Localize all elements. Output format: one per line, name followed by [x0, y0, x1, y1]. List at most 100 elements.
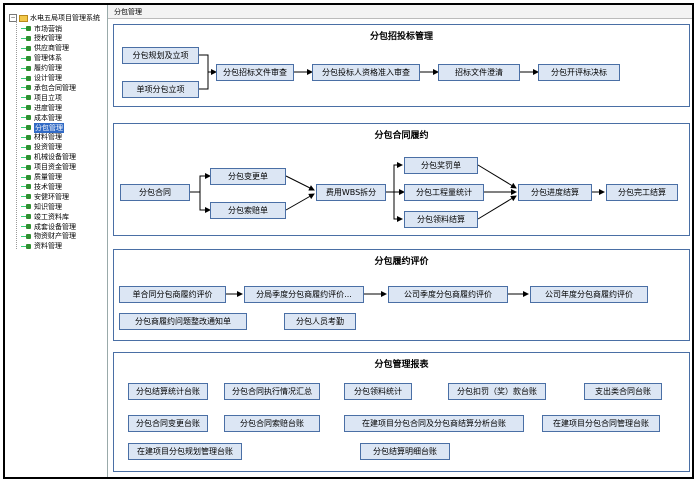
tree-node-icon — [21, 224, 32, 229]
box-claim-order[interactable]: 分包索赔单 — [210, 202, 286, 219]
tree-node-icon — [21, 204, 32, 210]
box-reward-penalty[interactable]: 分包奖罚单 — [404, 157, 478, 174]
breadcrumb: 分包管理 — [108, 5, 692, 19]
box-company-year-eval[interactable]: 公司年度分包商履约评价 — [530, 286, 648, 303]
tree-item[interactable]: 材料管理 — [21, 133, 62, 142]
box-company-quarter-eval[interactable]: 公司季度分包商履约评价 — [388, 286, 508, 303]
tree-item[interactable]: 市场营销 — [21, 24, 62, 33]
box-settlement-detail-ledger[interactable]: 分包结算明细台账 — [360, 443, 450, 460]
tree-item-label: 材料管理 — [34, 133, 62, 142]
tree-item[interactable]: 设计管理 — [21, 74, 62, 83]
box-single-project[interactable]: 单项分包立项 — [122, 81, 199, 98]
tree-item[interactable]: 项目立项 — [21, 93, 62, 102]
tree-item[interactable]: 供应商管理 — [21, 44, 69, 53]
folder-icon — [19, 14, 28, 22]
tree-item[interactable]: 资料管理 — [21, 242, 62, 251]
tree-node-icon — [21, 233, 32, 239]
tree-item-label: 履约管理 — [34, 64, 62, 73]
box-bidder-qualification[interactable]: 分包投标人资格准入审查 — [312, 64, 420, 81]
tree-node-icon — [21, 134, 32, 140]
tree-item[interactable]: 成本管理 — [21, 113, 62, 122]
box-project-planning-ledger[interactable]: 在建项目分包规划管理台账 — [128, 443, 242, 460]
collapse-icon[interactable]: − — [9, 14, 17, 22]
tree-item[interactable]: 管理体系 — [21, 54, 62, 63]
tree-node-icon — [21, 45, 32, 51]
panel-contract-performance: 分包合同履约 分包合同 分包变更单 分包索赔单 费用WBS拆分 分包奖罚单 分包… — [113, 123, 690, 236]
box-contract-claim-ledger[interactable]: 分包合同索赔台账 — [224, 415, 320, 432]
box-quantity-stats[interactable]: 分包工程量统计 — [404, 184, 484, 201]
tree-node-icon — [21, 164, 32, 170]
tree-item[interactable]: 投资管理 — [21, 143, 62, 152]
tree-item[interactable]: 物资财产管理 — [21, 232, 76, 241]
tree-item-label: 项目资金管理 — [34, 163, 76, 172]
tree-item-label: 进度管理 — [34, 103, 62, 112]
tree-node-icon — [21, 154, 32, 160]
tree-item[interactable]: 质量管理 — [21, 173, 62, 182]
box-expense-contract-ledger[interactable]: 支出类合同台账 — [584, 383, 662, 400]
tree-item[interactable]: 进度管理 — [21, 103, 62, 112]
box-settlement-stats-ledger[interactable]: 分包结算统计台账 — [128, 383, 208, 400]
tree-item-label: 授权管理 — [34, 34, 62, 43]
tree-item-label: 供应商管理 — [34, 44, 69, 53]
tree-item[interactable]: 技术管理 — [21, 182, 62, 191]
tree-root[interactable]: − 水电五局项目管理系统 — [9, 13, 100, 23]
tree-root-label: 水电五局项目管理系统 — [30, 14, 100, 22]
tree-item[interactable]: 竣工资料库 — [21, 212, 69, 221]
tree-item-label: 知识管理 — [34, 202, 62, 211]
tree-item[interactable]: 成套设备管理 — [21, 222, 76, 231]
tree-item[interactable]: 项目资金管理 — [21, 163, 76, 172]
tree-node-icon — [21, 85, 32, 91]
tree-item[interactable]: 机械设备管理 — [21, 153, 76, 162]
tree-item-label: 管理体系 — [34, 54, 62, 63]
nav-tree: − 水电五局项目管理系统 市场营销授权管理供应商管理管理体系履约管理设计管理承包… — [5, 5, 108, 477]
box-tender-clarify[interactable]: 招标文件澄清 — [438, 64, 520, 81]
tree-item-label: 承包合同管理 — [34, 83, 76, 92]
box-material-settlement[interactable]: 分包领料结算 — [404, 211, 478, 228]
box-contract[interactable]: 分包合同 — [120, 184, 190, 201]
box-staff-attendance[interactable]: 分包人员考勤 — [284, 313, 356, 330]
box-deduction-ledger[interactable]: 分包扣罚（奖）款台账 — [448, 383, 546, 400]
tree-node-icon — [21, 55, 32, 61]
tree-item-label: 市场营销 — [34, 24, 62, 33]
tree-item[interactable]: 安健环管理 — [21, 192, 69, 201]
tree-item[interactable]: 知识管理 — [21, 202, 62, 211]
tree-item[interactable]: 授权管理 — [21, 34, 62, 43]
box-tender-review[interactable]: 分包招标文件审查 — [216, 64, 294, 81]
panel-title: 分包招投标管理 — [369, 32, 433, 42]
flow-arrows — [190, 162, 605, 222]
tree-item[interactable]: 分包管理 — [21, 122, 64, 133]
flow-arrows — [199, 54, 539, 90]
box-project-contract-ledger[interactable]: 在建项目分包合同管理台账 — [542, 415, 660, 432]
box-wbs-split[interactable]: 费用WBS拆分 — [316, 184, 386, 201]
tree-item-label: 质量管理 — [34, 173, 62, 181]
flow-arrows — [226, 291, 529, 297]
box-contract-execution-summary[interactable]: 分包合同执行情况汇总 — [224, 383, 320, 400]
tree-item-label: 投资管理 — [34, 143, 62, 152]
panel-performance-evaluation: 分包履约评价 单合同分包商履约评价 分局季度分包商履约评价... 公司季度分包商… — [113, 249, 690, 341]
tree-node-icon — [21, 243, 32, 249]
app-frame: − 水电五局项目管理系统 市场营销授权管理供应商管理管理体系履约管理设计管理承包… — [3, 3, 694, 479]
tree-node-icon — [21, 144, 32, 150]
box-project-settlement-analysis[interactable]: 在建项目分包合同及分包商结算分析台账 — [344, 415, 524, 432]
box-change-order[interactable]: 分包变更单 — [210, 168, 286, 185]
tree-item[interactable]: 履约管理 — [21, 64, 62, 73]
tree-node-icon — [21, 184, 32, 190]
tree-node-icon — [21, 65, 32, 71]
tree-item[interactable]: 承包合同管理 — [21, 83, 76, 92]
tree-node-icon — [21, 194, 32, 200]
tree-item-label: 机械设备管理 — [34, 153, 76, 162]
box-branch-quarter-eval[interactable]: 分局季度分包商履约评价... — [244, 286, 364, 303]
panel-title: 分包履约评价 — [374, 257, 429, 267]
box-sub-planning[interactable]: 分包规划及立项 — [122, 47, 199, 64]
panel-title: 分包管理报表 — [374, 360, 429, 370]
box-rectification-notice[interactable]: 分包商履约问题整改通知单 — [119, 313, 247, 330]
box-bid-opening[interactable]: 分包开评标决标 — [538, 64, 620, 81]
box-progress-settlement[interactable]: 分包进度结算 — [518, 184, 592, 201]
panel-reports: 分包管理报表 分包结算统计台账 分包合同执行情况汇总 分包领料统计 分包扣罚（奖… — [113, 352, 690, 472]
box-single-contract-eval[interactable]: 单合同分包商履约评价 — [119, 286, 226, 303]
box-contract-change-ledger[interactable]: 分包合同变更台账 — [128, 415, 208, 432]
tree-item-label: 设计管理 — [34, 74, 62, 82]
box-completion-settlement[interactable]: 分包完工结算 — [606, 184, 678, 201]
box-material-stats[interactable]: 分包领料统计 — [344, 383, 412, 400]
tree-node-icon — [21, 75, 32, 81]
